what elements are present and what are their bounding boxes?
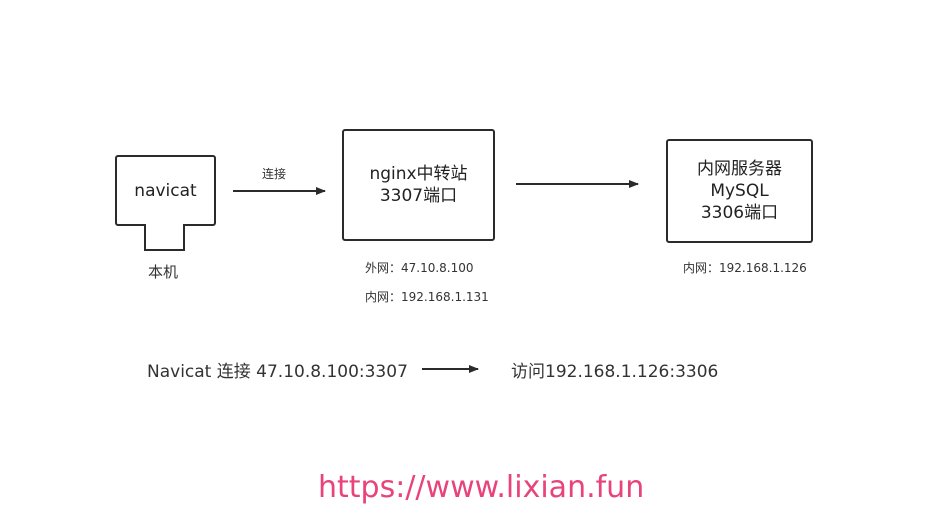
server-line2: MySQL xyxy=(710,181,769,201)
nginx-line2: 3307端口 xyxy=(379,186,458,206)
summary-right: 访问192.168.1.126:3306 xyxy=(511,362,719,382)
navicat-label: navicat xyxy=(134,180,197,201)
server-node: 内网服务器 MySQL 3306端口 xyxy=(666,139,813,243)
server-line1: 内网服务器 xyxy=(697,159,782,179)
nginx-public-ip: 外网：47.10.8.100 xyxy=(365,261,474,275)
navicat-node: navicat xyxy=(115,155,216,226)
summary-left: Navicat 连接 47.10.8.100:3307 xyxy=(147,362,408,382)
server-private-ip: 内网：192.168.1.126 xyxy=(683,261,807,275)
nginx-line1: nginx中转站 xyxy=(369,164,468,184)
navicat-stand xyxy=(144,224,185,251)
watermark-url: https://www.lixian.fun xyxy=(318,470,645,505)
navicat-caption: 本机 xyxy=(148,263,179,281)
server-line3: 3306端口 xyxy=(700,203,779,223)
nginx-node: nginx中转站 3307端口 xyxy=(342,129,495,241)
connect-label: 连接 xyxy=(262,167,287,181)
nginx-private-ip: 内网：192.168.1.131 xyxy=(365,290,489,304)
